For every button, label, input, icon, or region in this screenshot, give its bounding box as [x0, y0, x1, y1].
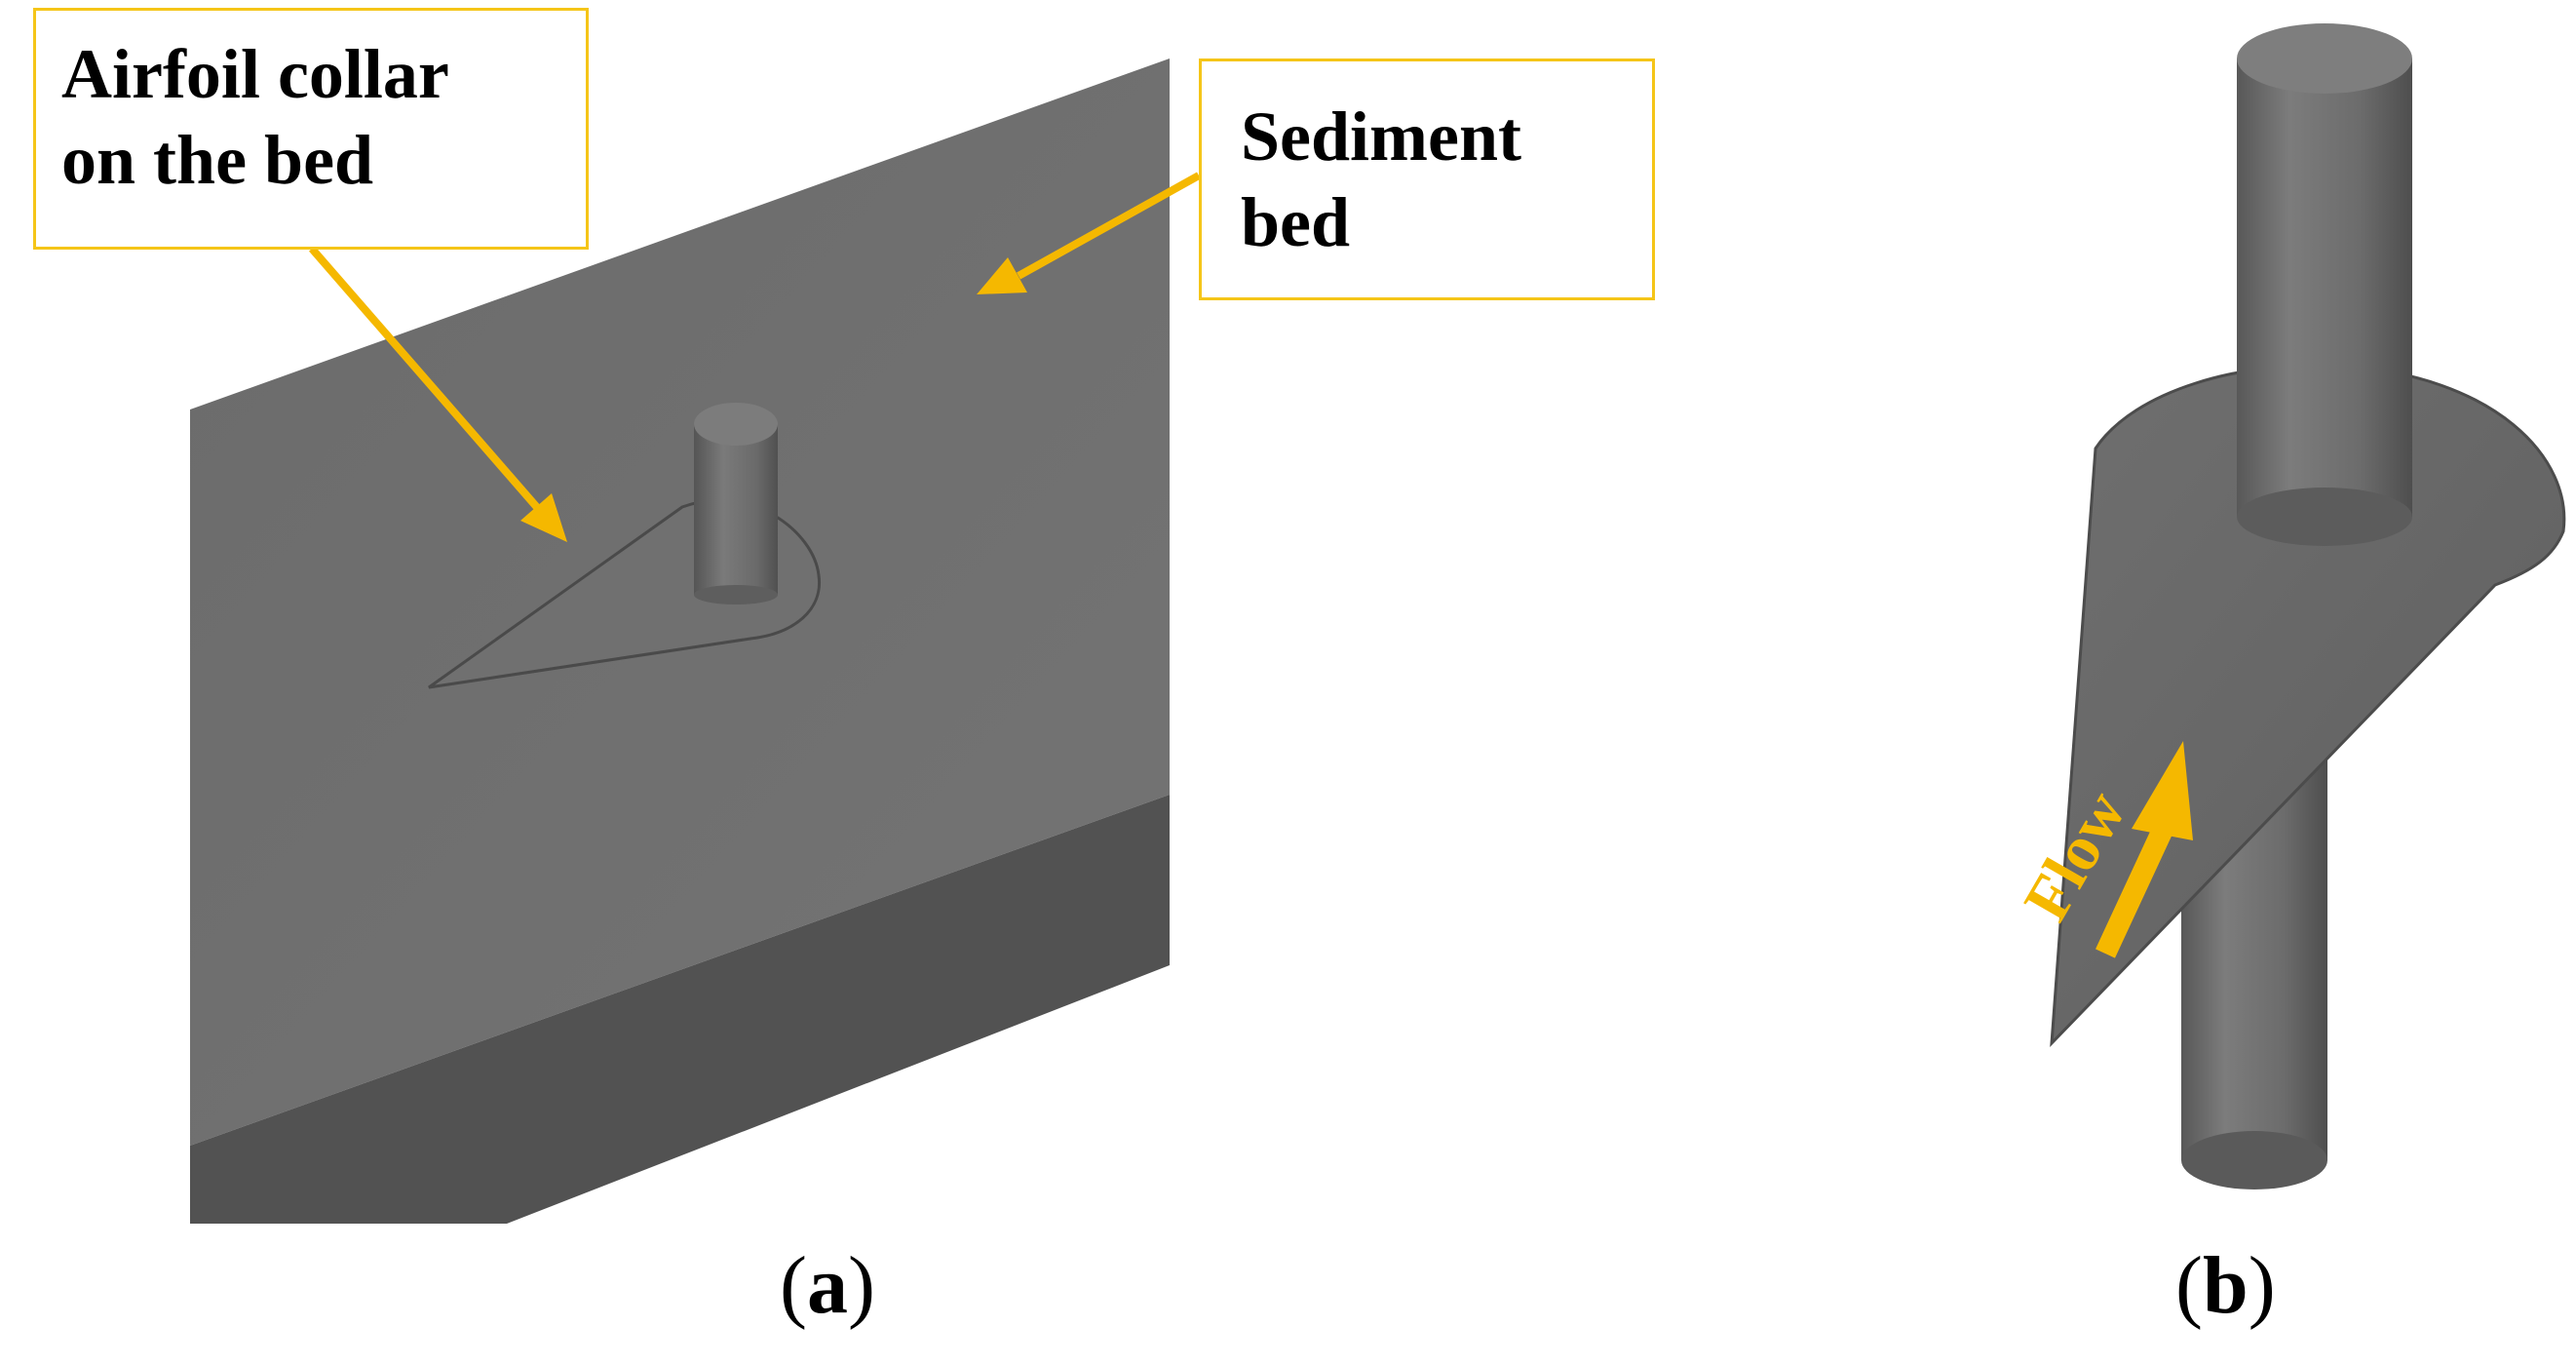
caption-b-letter: b: [2202, 1240, 2249, 1331]
panel-b: [2050, 23, 2566, 1190]
caption-a-close: ): [847, 1240, 875, 1331]
caption-b: (b): [2175, 1238, 2276, 1333]
caption-a-open: (: [780, 1240, 807, 1331]
caption-a-letter: a: [806, 1240, 848, 1331]
caption-a: (a): [780, 1238, 875, 1333]
airfoil-collar-label-box: Airfoil collar on the bed: [33, 8, 589, 250]
sediment-bed-label-line2: bed: [1241, 182, 1351, 261]
sediment-bed-label-box: Sediment bed: [1199, 58, 1655, 300]
airfoil-collar-b: [2050, 363, 2566, 1048]
airfoil-collar-label-line1: Airfoil collar: [61, 35, 449, 113]
sediment-bed-side: [190, 795, 1170, 1224]
flow-arrow: [2095, 741, 2193, 958]
pier-a: [694, 403, 778, 604]
pier-b-upper: [2237, 23, 2412, 546]
sediment-bed-label-line1: Sediment: [1241, 98, 1521, 176]
panel-a: [190, 58, 1170, 1224]
airfoil-collar-label-line2: on the bed: [61, 120, 374, 199]
collar-callout-arrow: [308, 246, 567, 542]
sediment-callout-arrow: [977, 172, 1201, 294]
caption-b-open: (: [2175, 1240, 2203, 1331]
caption-b-close: ): [2248, 1240, 2276, 1331]
